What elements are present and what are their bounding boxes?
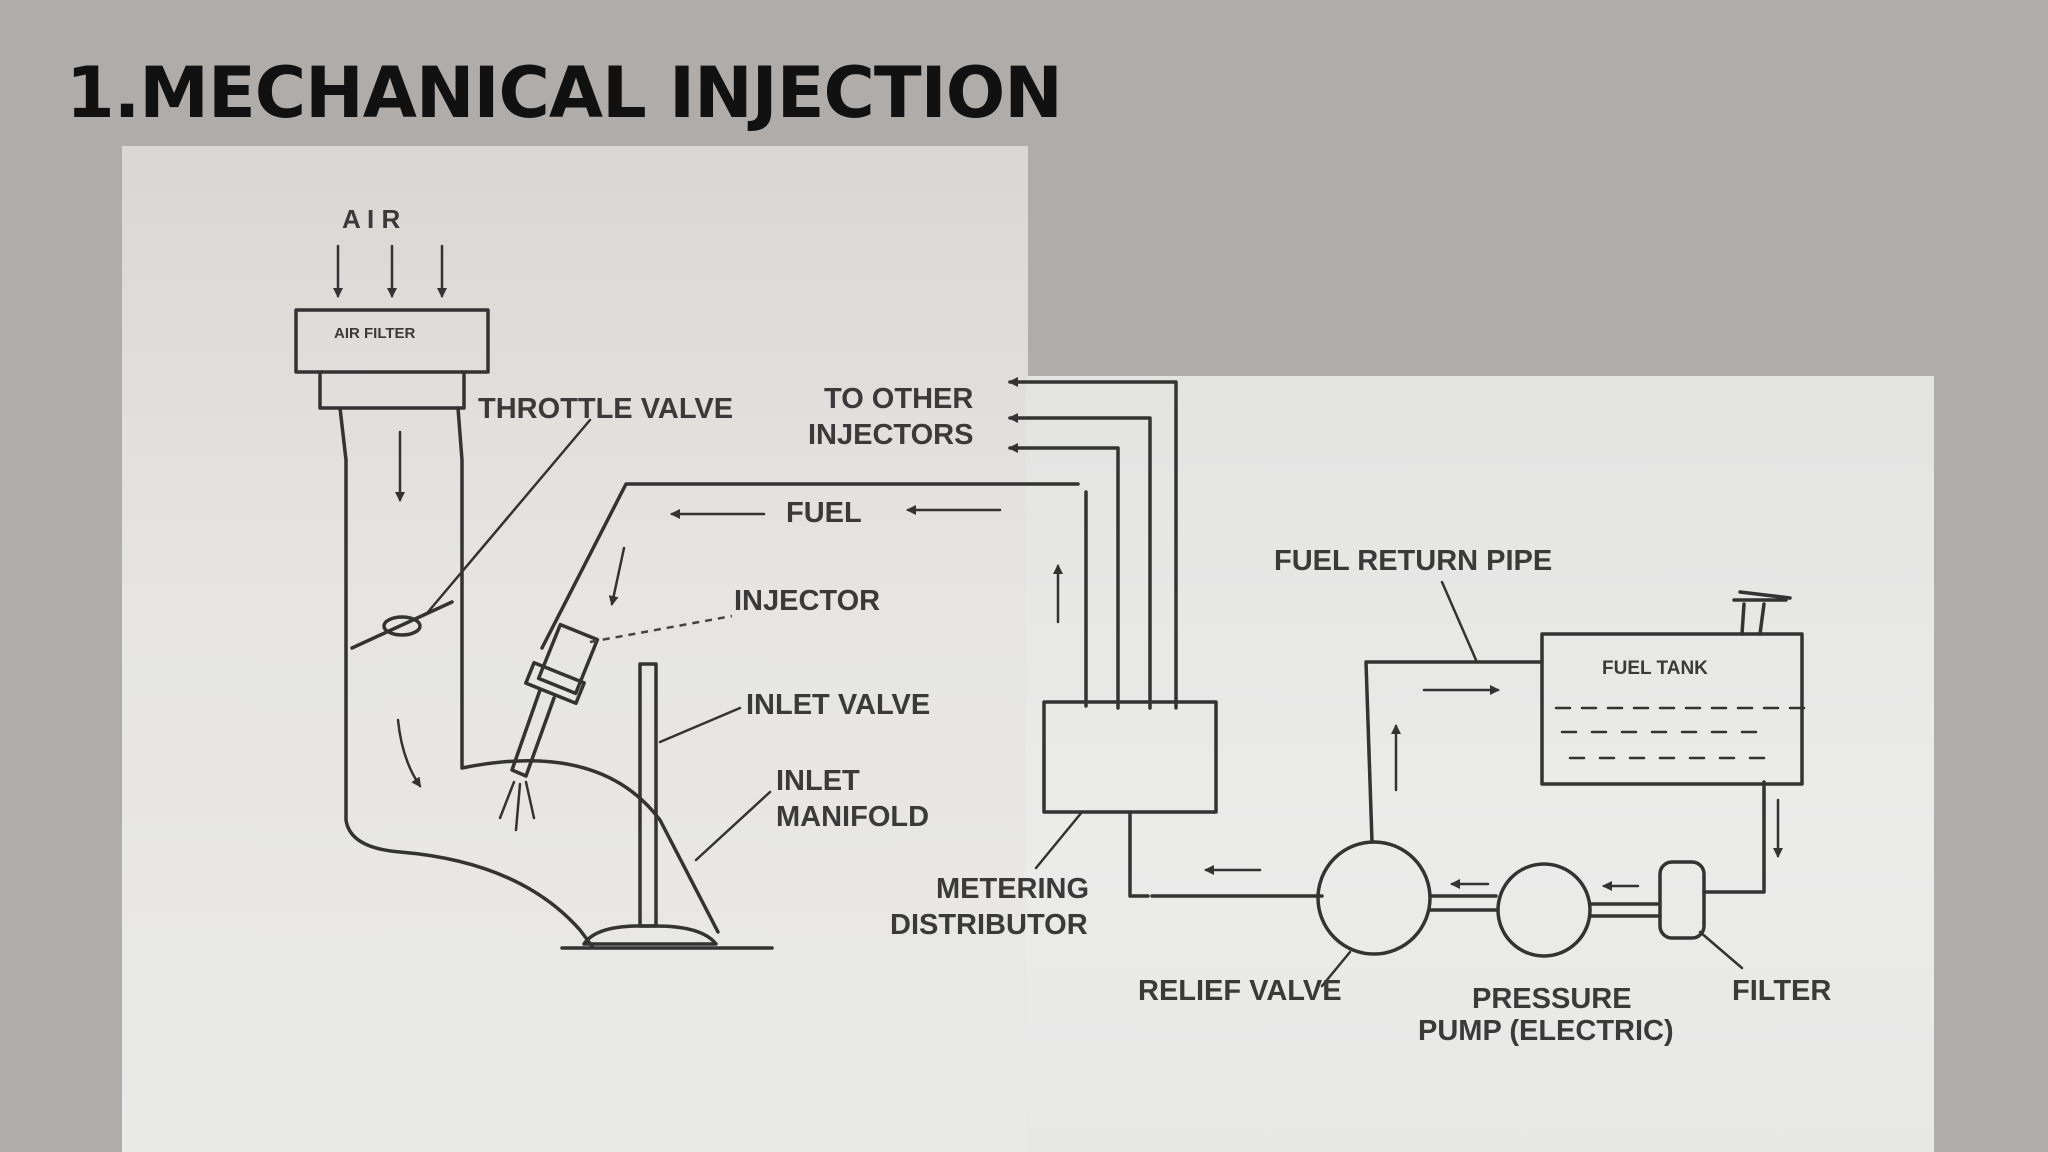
inlet-valve xyxy=(560,662,774,950)
inlet-manifold-label-line1: INLET xyxy=(776,765,860,797)
fuel-return-pipe-label: FUEL RETURN PIPE xyxy=(1274,545,1552,577)
pressure-pump xyxy=(1428,862,1592,958)
inlet-manifold-label-line2: MANIFOLD xyxy=(776,801,929,833)
relief-valve xyxy=(1316,840,1432,988)
metering-label-line1: METERING xyxy=(936,873,1089,905)
fuel-filter xyxy=(1588,780,1783,970)
fuel-tank-label: FUEL TANK xyxy=(1602,658,1708,679)
air-filter xyxy=(294,308,490,410)
slide-title: 1.MECHANICAL INJECTION xyxy=(66,52,1063,134)
injector xyxy=(498,614,733,832)
metering-distributor xyxy=(1034,700,1324,898)
pressure-pump-label-line2: PUMP (ELECTRIC) xyxy=(1418,1015,1674,1047)
to-other-label-line1: TO OTHER xyxy=(824,383,973,415)
fuel-return-pipe xyxy=(1364,580,1544,844)
fuel-label: FUEL xyxy=(786,497,862,529)
filter-label: FILTER xyxy=(1732,975,1831,1007)
fuel-tank xyxy=(1540,590,1806,786)
metering-label-line2: DISTRIBUTOR xyxy=(890,909,1088,941)
injector-label: INJECTOR xyxy=(734,585,880,617)
diagram-photo-left xyxy=(122,146,1028,1152)
other-injector-lines xyxy=(1008,377,1178,710)
air-arrows xyxy=(333,244,447,298)
to-other-label-line2: INJECTORS xyxy=(808,419,973,451)
air-label: A I R xyxy=(342,204,400,234)
throttle-valve-label: THROTTLE VALVE xyxy=(478,393,733,425)
fuel-line xyxy=(540,482,1088,708)
relief-valve-label: RELIEF VALVE xyxy=(1138,975,1342,1007)
pressure-pump-label-line1: PRESSURE xyxy=(1472,983,1632,1015)
intake-duct xyxy=(338,406,720,948)
inlet-valve-label: INLET VALVE xyxy=(746,689,930,721)
air-filter-label: AIR FILTER xyxy=(334,325,416,342)
throttle-valve xyxy=(350,418,592,650)
